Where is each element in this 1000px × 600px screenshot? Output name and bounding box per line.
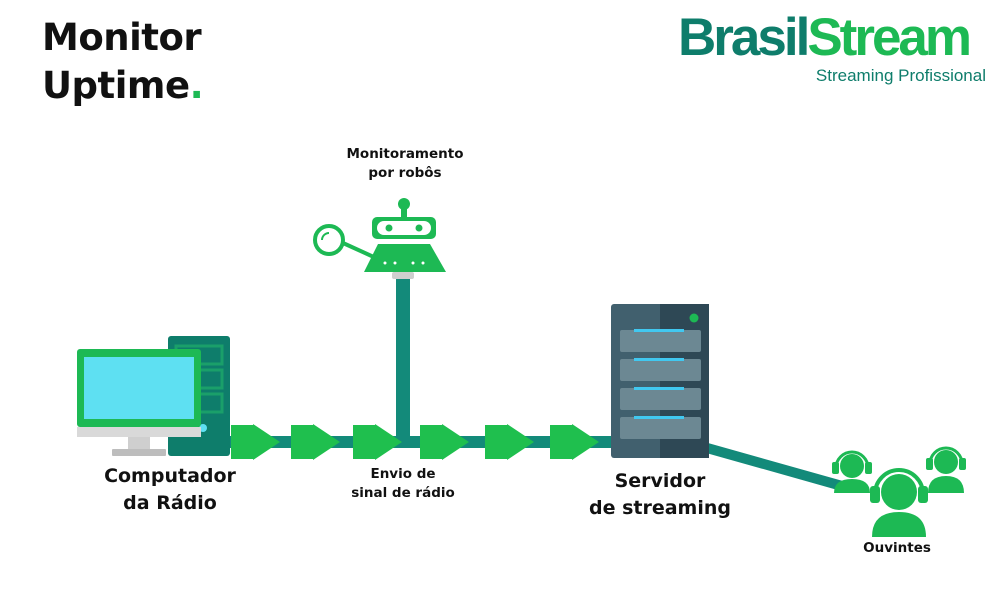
arrow-2: [291, 424, 340, 460]
signal-label: Envio de sinal de rádio: [333, 465, 473, 503]
logo-wordmark: BrasilStream: [678, 8, 972, 68]
listener-left-body: [834, 479, 870, 493]
server-unit-4-light: [634, 416, 684, 419]
headphone-users-icon: [832, 446, 966, 537]
brand-logo: BrasilStream Streaming Profissional: [678, 8, 990, 88]
robot-eye-right: [415, 224, 423, 232]
logo-word-brasil: Brasil: [678, 8, 810, 67]
robot-label-line-2: por robôs: [368, 165, 442, 181]
listener-center: [870, 468, 928, 537]
server-unit-3-light: [634, 387, 684, 390]
server-unit-2-light: [634, 358, 684, 361]
arrow-1: [231, 424, 280, 460]
robot-label-line-1: Monitoramento: [346, 146, 464, 162]
listener-center-headphone: [873, 468, 925, 495]
arrow-3: [353, 424, 402, 460]
signal-arrows-icon: [231, 424, 599, 460]
robot-visor: [377, 221, 431, 235]
magnifier-glint: [321, 232, 330, 241]
monitor-screen: [84, 357, 194, 419]
robot-magnifier-icon: [313, 198, 446, 279]
server-to-listeners-line: [695, 441, 847, 491]
robot-base: [392, 272, 414, 279]
server-label: Servidor de streaming: [580, 468, 740, 522]
title-line-2-text: Uptime: [42, 64, 190, 107]
signal-label-line-1: Envio de: [370, 466, 436, 482]
server-unit-1: [620, 330, 701, 352]
listener-right-head: [934, 450, 958, 474]
computer-label: Computador da Rádio: [90, 463, 250, 517]
robot-eye-left: [385, 224, 393, 232]
arrow-4: [420, 424, 469, 460]
listeners-label: Ouvintes: [863, 540, 931, 556]
listener-right: [926, 446, 966, 493]
listener-left-cup-l: [832, 462, 839, 474]
robot-body-dot-1: [383, 261, 387, 265]
listener-right-cup-l: [926, 458, 933, 470]
server-unit-1-light: [634, 329, 684, 332]
listener-right-headphone: [928, 446, 964, 465]
arrow-6: [550, 424, 599, 460]
desktop-computer-icon: [77, 336, 230, 456]
computer-label-line-2: da Rádio: [123, 492, 217, 514]
server-unit-2: [620, 359, 701, 381]
robot-body-dot-3: [411, 261, 415, 265]
signal-label-line-2: sinal de rádio: [351, 485, 455, 501]
logo-tagline: Streaming Profissional: [815, 66, 986, 85]
robot-monitoring-label: Monitoramento por robôs: [330, 145, 480, 183]
monitor-chin: [77, 427, 201, 437]
server-rack-icon: [611, 304, 709, 458]
robot-antenna: [401, 208, 407, 218]
listener-center-cup-l: [870, 486, 880, 503]
robot-antenna-tip: [398, 198, 410, 210]
server-label-line-1: Servidor: [614, 470, 706, 492]
title-dot: .: [189, 64, 204, 107]
listener-left-cup-r: [865, 462, 872, 474]
listener-right-body: [928, 476, 964, 493]
listener-center-head: [881, 474, 917, 510]
magnifier-handle: [341, 241, 378, 260]
logo-word-stream: Stream: [807, 8, 972, 67]
robot-body-dot-4: [421, 261, 425, 265]
listener-left-headphone: [834, 450, 870, 469]
robot-vertical-line: [396, 272, 410, 442]
computer-label-line-1: Computador: [104, 465, 236, 487]
server-unit-4: [620, 417, 701, 439]
listener-right-cup-r: [959, 458, 966, 470]
title-line-1: Monitor: [42, 16, 202, 59]
page-title: Monitor Uptime.: [42, 14, 204, 110]
listener-center-cup-r: [918, 486, 928, 503]
magnifier-lens: [313, 224, 345, 256]
listener-left: [832, 450, 872, 493]
listener-center-body: [872, 512, 926, 537]
server-unit-3: [620, 388, 701, 410]
monitor-neck: [128, 437, 150, 449]
title-line-2: Uptime.: [42, 62, 204, 110]
listener-left-head: [840, 454, 864, 478]
server-status-light: [689, 313, 699, 323]
robot-body-dot-2: [393, 261, 397, 265]
server-label-line-2: de streaming: [588, 497, 731, 519]
monitor-base: [112, 449, 166, 456]
robot-body: [364, 244, 446, 272]
arrow-5: [485, 424, 534, 460]
